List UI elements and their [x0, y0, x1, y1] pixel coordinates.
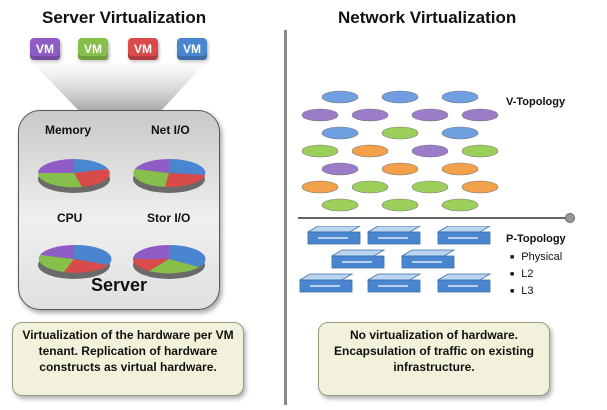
- server-virtualization-title: Server Virtualization: [42, 8, 207, 27]
- cpu-label: CPU: [57, 211, 83, 225]
- v-topology-label: V-Topology: [506, 96, 566, 108]
- server-virtualization-note: Virtualization of the hardware per VM te…: [12, 322, 244, 396]
- p-topology-item-l2: L2: [510, 268, 533, 280]
- network-virtualization-title: Network Virtualization: [338, 8, 517, 27]
- topology-separator: [298, 213, 575, 223]
- stor-io-pie: [132, 244, 206, 279]
- memory-pie: [37, 159, 110, 193]
- network-virtualization-note: No virtualization of hardware. Encapsula…: [318, 322, 550, 396]
- server-label: Server: [90, 275, 148, 295]
- p-topology-diagram: [298, 226, 492, 293]
- vm-icon-purple: VM: [30, 38, 60, 60]
- v-topology-diagram: [301, 90, 499, 212]
- memory-label: Memory: [45, 123, 92, 137]
- net-io-pie: [133, 158, 206, 193]
- server-box: Memory Net I/O CPU Stor I/O: [18, 110, 220, 310]
- p-topology-item-l3: L3: [510, 285, 533, 297]
- vm-icon-green: VM: [78, 38, 108, 60]
- panel-divider: [284, 30, 287, 405]
- p-topology-item-physical: Physical: [510, 251, 562, 263]
- vm-icon-red: VM: [128, 38, 158, 60]
- resource-pies: [37, 158, 206, 279]
- cpu-pie: [38, 244, 112, 279]
- vm-icon-blue: VM: [177, 38, 207, 60]
- stor-io-label: Stor I/O: [147, 211, 191, 225]
- vm-projection-funnel: [30, 60, 208, 112]
- net-io-label: Net I/O: [151, 123, 190, 137]
- p-topology-label: P-Topology: [506, 233, 566, 245]
